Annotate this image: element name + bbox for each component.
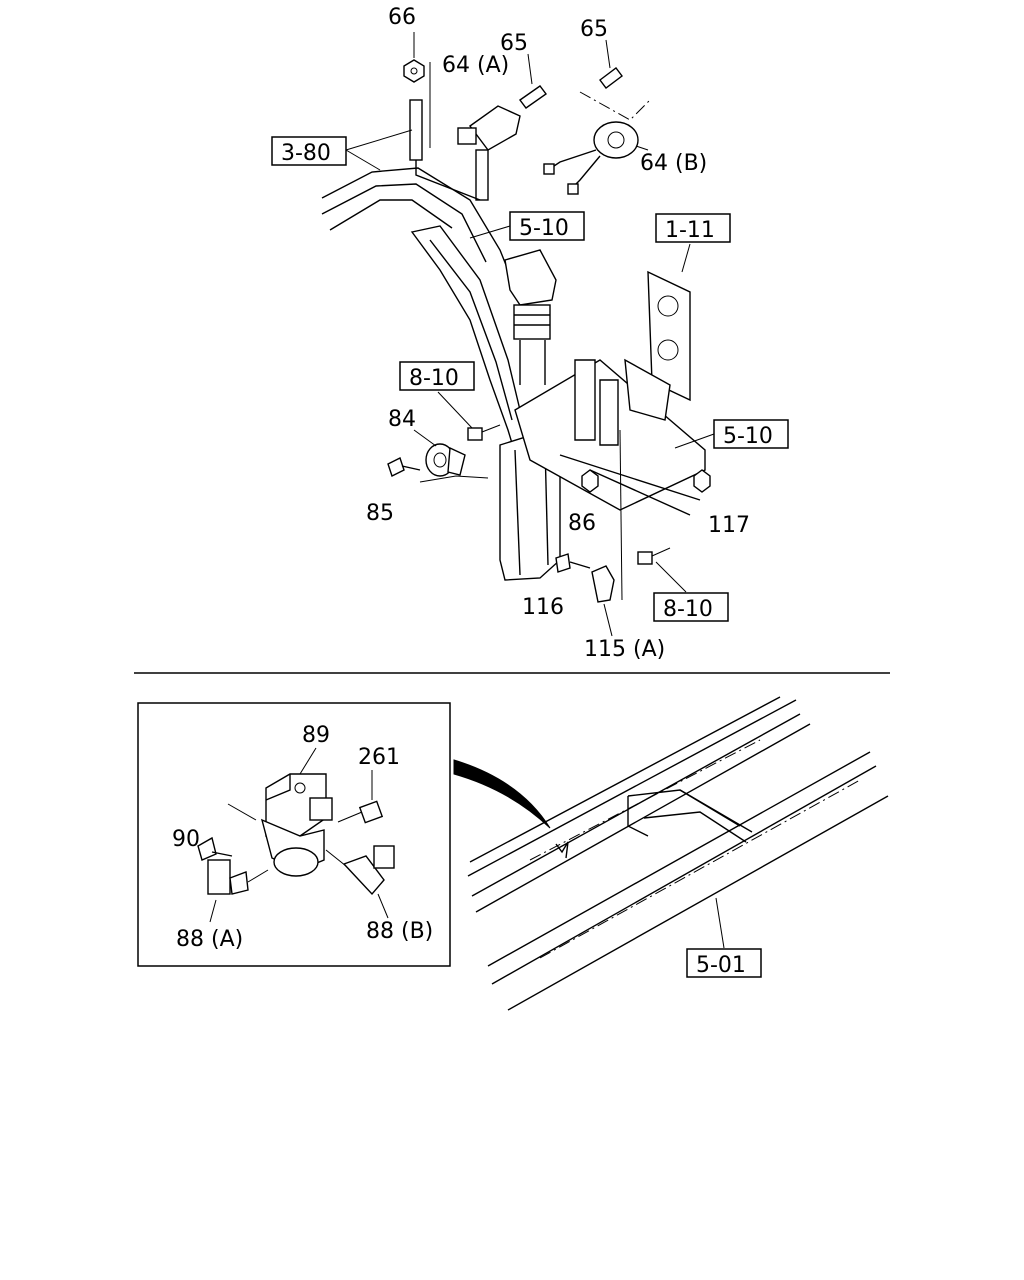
elbow-88b	[342, 845, 395, 896]
bolt-90	[197, 836, 233, 861]
svg-text:1-11: 1-11	[665, 218, 715, 243]
ref-box-8-10-left: 8-10	[399, 361, 475, 391]
connector-64b	[543, 91, 651, 195]
detail-inset	[137, 702, 451, 967]
callout-64a: 64 (A)	[442, 53, 509, 78]
ref-box-5-01: 5-01	[686, 948, 762, 978]
ref-box-3-80: 3-80	[271, 136, 347, 166]
bolt-116	[555, 553, 591, 573]
detail-pointer-arc	[453, 759, 551, 829]
fitting-3-80	[409, 99, 489, 201]
chassis-frame	[467, 696, 889, 1011]
nut-86	[581, 469, 599, 493]
bolt-65-right	[599, 67, 623, 89]
svg-text:8-10: 8-10	[663, 597, 713, 622]
svg-text:3-80: 3-80	[281, 141, 331, 166]
plug-8-10-bottom	[637, 547, 671, 565]
callout-88a: 88 (A)	[176, 927, 243, 952]
callout-64b: 64 (B)	[640, 151, 707, 176]
callout-116: 116	[522, 595, 564, 620]
ref-box-8-10-bottom: 8-10	[653, 592, 729, 622]
ref-box-5-10-right: 5-10	[713, 419, 789, 449]
callout-89: 89	[302, 723, 330, 748]
nut-117	[693, 469, 711, 493]
svg-text:8-10: 8-10	[409, 366, 459, 391]
elbow-88a	[207, 859, 249, 895]
svg-text:5-10: 5-10	[519, 216, 569, 241]
callout-117: 117	[708, 513, 750, 538]
pulley-84	[425, 443, 466, 477]
callout-115a: 115 (A)	[584, 637, 665, 662]
svg-text:5-01: 5-01	[696, 953, 746, 978]
connector-64a	[457, 105, 521, 151]
bolt-85	[387, 457, 421, 477]
plug-8-10-left	[467, 424, 501, 441]
nut-66	[403, 59, 425, 83]
sensor-115a	[591, 565, 615, 637]
callout-86: 86	[568, 511, 596, 536]
ref-box-5-10-top: 5-10	[509, 211, 585, 241]
bolt-65-left	[519, 85, 547, 109]
plug-261	[358, 800, 384, 824]
callout-66: 66	[388, 5, 416, 30]
svg-text:5-10: 5-10	[723, 424, 773, 449]
callout-88b: 88 (B)	[366, 919, 433, 944]
frame-bracket-assembly	[321, 167, 706, 581]
callout-84: 84	[388, 407, 416, 432]
callout-261: 261	[358, 745, 400, 770]
callout-65-left: 65	[500, 31, 528, 56]
ref-box-1-11: 1-11	[655, 213, 731, 243]
callout-85: 85	[366, 501, 394, 526]
callout-65-right: 65	[580, 17, 608, 42]
callout-90: 90	[172, 827, 200, 852]
